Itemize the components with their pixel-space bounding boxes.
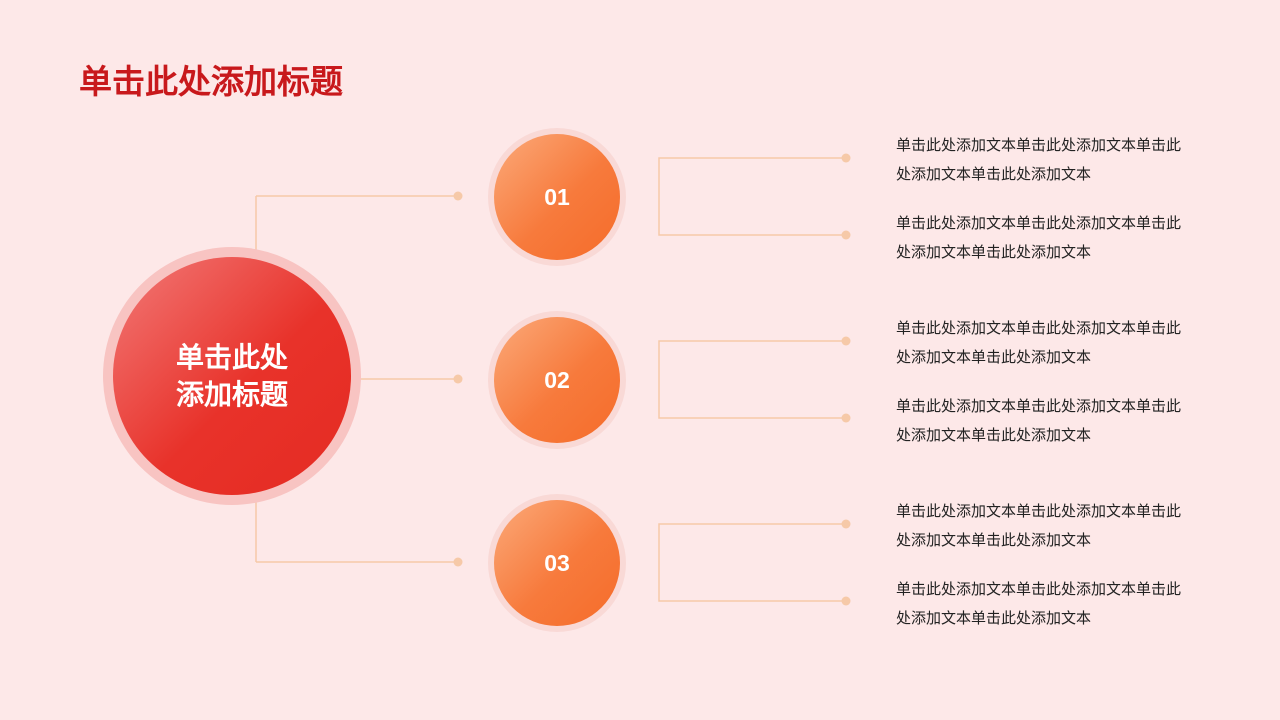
connector-dot-left-1 — [453, 191, 463, 201]
text-block-1a[interactable]: 单击此处添加文本单击此处添加文本单击此处添加文本单击此处添加文本 — [896, 136, 1182, 183]
step-circle-1[interactable]: 01 — [494, 134, 620, 260]
connector-dot-left-3 — [453, 557, 463, 567]
connector-right-3 — [658, 523, 846, 602]
step-circle-3[interactable]: 03 — [494, 500, 620, 626]
step-number-2: 02 — [544, 366, 570, 393]
text-block-2a[interactable]: 单击此处添加文本单击此处添加文本单击此处添加文本单击此处添加文本 — [896, 319, 1182, 366]
connector-dot-right-1a — [841, 153, 851, 163]
connector-dot-right-1b — [841, 230, 851, 240]
connector-dot-left-2 — [453, 374, 463, 384]
center-label-line-2: 添加标题 — [175, 378, 288, 411]
connector-dot-right-3b — [841, 596, 851, 606]
text-block-1b[interactable]: 单击此处添加文本单击此处添加文本单击此处添加文本单击此处添加文本 — [896, 214, 1182, 261]
center-circle[interactable]: 单击此处 添加标题 — [113, 257, 351, 495]
connector-dot-right-2a — [841, 336, 851, 346]
connector-right-1 — [658, 157, 846, 236]
step-number-1: 01 — [544, 183, 570, 210]
step-number-3: 03 — [544, 549, 570, 576]
center-label: 单击此处 添加标题 — [162, 339, 302, 413]
text-block-3a[interactable]: 单击此处添加文本单击此处添加文本单击此处添加文本单击此处添加文本 — [896, 502, 1182, 549]
center-label-line-1: 单击此处 — [175, 341, 288, 374]
connector-dot-right-2b — [841, 413, 851, 423]
text-block-3b[interactable]: 单击此处添加文本单击此处添加文本单击此处添加文本单击此处添加文本 — [896, 580, 1182, 627]
slide-title[interactable]: 单击此处添加标题 — [79, 62, 343, 101]
connector-right-2 — [658, 340, 846, 419]
connector-dot-right-3a — [841, 519, 851, 529]
step-circle-2[interactable]: 02 — [494, 317, 620, 443]
text-block-2b[interactable]: 单击此处添加文本单击此处添加文本单击此处添加文本单击此处添加文本 — [896, 397, 1182, 444]
